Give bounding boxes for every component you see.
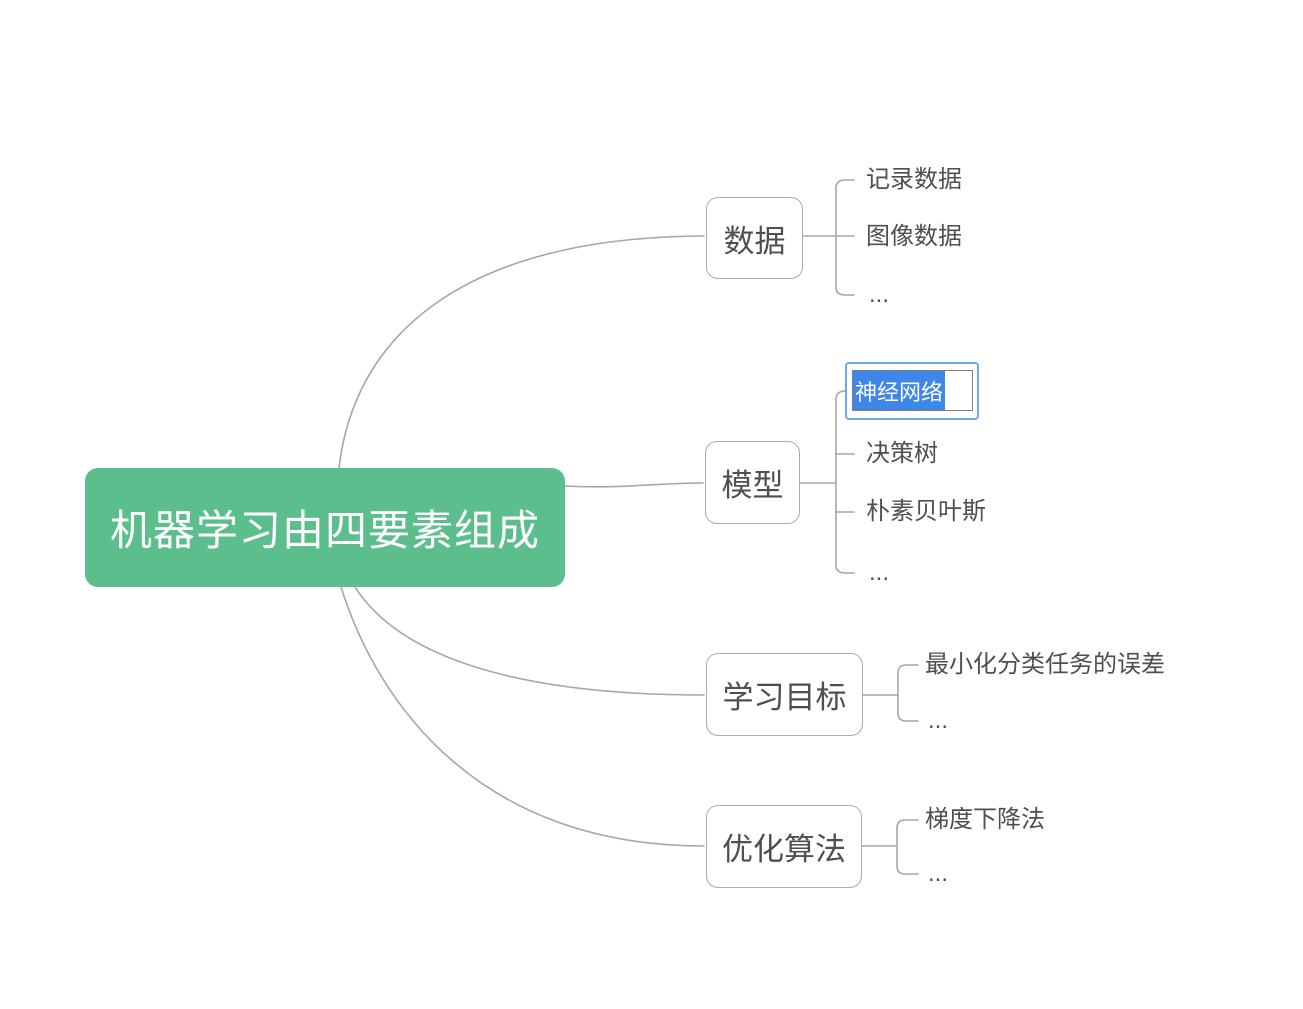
bracket-optim — [896, 819, 919, 875]
central-topic[interactable]: 机器学习由四要素组成 — [85, 468, 565, 587]
branch-topic-optimization[interactable]: 优化算法 — [706, 805, 862, 888]
subtopic-minimize-classification-error[interactable]: 最小化分类任务的误差 — [925, 651, 1165, 678]
branch-topic-learning-goal[interactable]: 学习目标 — [706, 653, 863, 736]
subtopic-edit-input[interactable]: 神经网络 — [852, 370, 973, 411]
branch-topic-data-label: 数据 — [723, 223, 786, 259]
subtopic-decision-tree[interactable]: 决策树 — [866, 440, 938, 467]
subtopic-gradient-descent[interactable]: 梯度下降法 — [925, 806, 1045, 833]
subtopic-record-data[interactable]: 记录数据 — [866, 166, 962, 193]
connector-root-to-goal — [354, 586, 705, 696]
subtopic-data-ellipsis[interactable]: ... — [869, 281, 890, 308]
branch-topic-learning-goal-label: 学习目标 — [722, 680, 847, 715]
connector-root-to-data — [338, 235, 705, 469]
subtopic-naive-bayes[interactable]: 朴素贝叶斯 — [866, 498, 986, 525]
subtopic-optim-ellipsis[interactable]: ... — [928, 860, 949, 887]
subtopic-goal-ellipsis[interactable]: ... — [928, 707, 949, 734]
central-topic-label: 机器学习由四要素组成 — [109, 507, 540, 554]
bracket-goal — [897, 664, 919, 722]
subtopic-image-data[interactable]: 图像数据 — [866, 223, 962, 250]
connector-root-to-model — [564, 482, 704, 488]
branch-topic-optimization-label: 优化算法 — [722, 832, 846, 867]
subtopic-edit-focus-ring: 神经网络 — [845, 362, 979, 420]
subtopic-model-ellipsis[interactable]: ... — [869, 559, 890, 586]
branch-topic-model-label: 模型 — [721, 468, 784, 503]
branch-topic-data[interactable]: 数据 — [706, 197, 803, 279]
branch-topic-model[interactable]: 模型 — [705, 441, 800, 524]
connector-root-to-optim — [340, 586, 705, 847]
bracket-data — [835, 179, 855, 296]
subtopic-neural-network-selected-text: 神经网络 — [853, 371, 946, 410]
